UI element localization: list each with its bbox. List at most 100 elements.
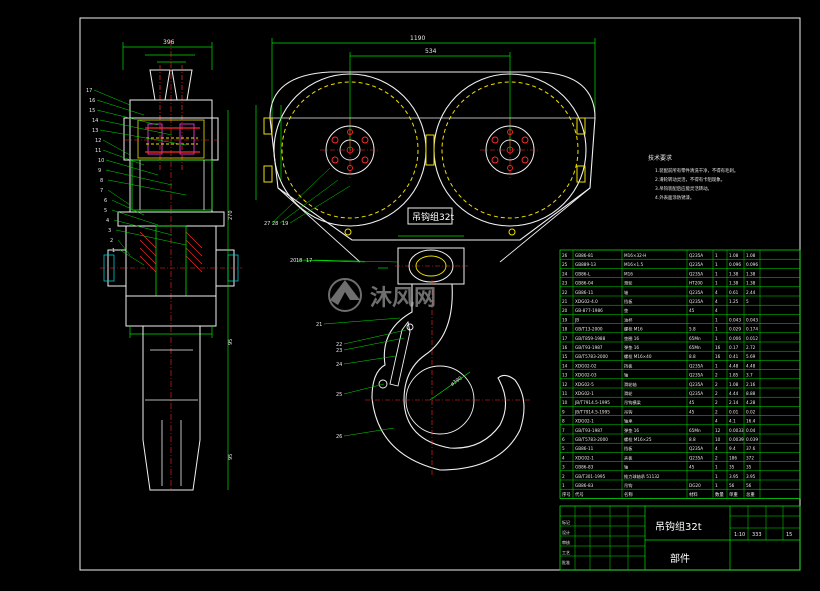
bom-cell: 0.61 xyxy=(729,290,739,295)
bom-cell: 螺栓 M16 xyxy=(624,326,643,333)
bom-cell: 37.6 xyxy=(746,446,756,451)
bom-cell: 0.006 xyxy=(729,336,741,341)
bom-cell: 挡板 xyxy=(624,445,633,452)
bom-cell: Q235A xyxy=(689,262,703,267)
bom-cell: 2.44 xyxy=(746,290,756,295)
leader-mid-24: 24 xyxy=(336,362,342,368)
tb-label-3: 审核 xyxy=(562,539,570,545)
bom-cell: 螺栓 M16×25 xyxy=(624,436,652,443)
bom-cell: 0.41 xyxy=(729,354,739,359)
bom-cell: 14 xyxy=(562,363,568,368)
bom-cell: 4.1 xyxy=(729,419,736,424)
bom-cell: 吊钩横梁 xyxy=(624,399,642,406)
bom-cell: 1 xyxy=(715,262,718,267)
bom-cell: 3.95 xyxy=(729,474,739,479)
bom-cell: GB86-81 xyxy=(575,253,594,258)
bom-cell: 5.69 xyxy=(746,354,756,359)
bom-cell: 轴 xyxy=(624,372,628,379)
bom-cell: Q235A xyxy=(689,363,703,368)
bom-cell: 10 xyxy=(715,437,721,442)
bom-cell: XDG02-5 xyxy=(575,382,594,387)
dim-side-2: 95 xyxy=(228,339,234,345)
bom-cell: 0.02 xyxy=(746,409,756,414)
leader-left-5: 5 xyxy=(104,208,107,214)
bom-cell: 1 xyxy=(715,281,718,286)
bom-cell: 5 xyxy=(746,299,749,304)
bom-cell: 7 xyxy=(562,428,565,433)
bom-cell: 45 xyxy=(689,465,695,470)
bom-cell: 4 xyxy=(562,455,565,460)
bom-cell: 65Mn xyxy=(689,336,701,341)
dim-left-width: 396 xyxy=(163,39,175,46)
bom-cell: 372 xyxy=(746,455,754,460)
bom-cell: 0.01 xyxy=(729,409,739,414)
bom-cell: 22 xyxy=(562,290,568,295)
bom-cell: 0.096 xyxy=(729,262,741,267)
dim-side-3: 95 xyxy=(228,454,234,460)
bom-cell: GB/T93-1987 xyxy=(575,345,603,350)
bom-cell: 16 xyxy=(562,345,568,350)
bom-cell: 45 xyxy=(689,308,695,313)
leader-left-10: 10 xyxy=(98,158,104,164)
bom-cell: GB889-13 xyxy=(575,262,596,267)
bom-cell: 2 xyxy=(715,400,718,405)
watermark-logo: 沐风网 xyxy=(328,278,436,312)
bom-cell: 35 xyxy=(746,465,752,470)
bom-cell: 56 xyxy=(746,483,752,488)
bom-cell: 1 xyxy=(715,327,718,332)
bom-cell: 2 xyxy=(715,409,718,414)
note-line-1: 1.装配前所有零件清洗干净，不得有毛刺。 xyxy=(655,167,738,174)
bom-cell: 65Mn xyxy=(689,345,701,350)
bom-cell: 推力球轴承 51132 xyxy=(624,473,660,480)
bom-cell: 1 xyxy=(715,465,718,470)
leader-left-6: 6 xyxy=(104,198,107,204)
bom-cell: M16 xyxy=(624,271,633,276)
bom-cell: 滑轮轴 xyxy=(624,381,637,388)
bom-cell: GB86-L xyxy=(575,271,591,276)
leader-left-9: 9 xyxy=(98,168,101,174)
bom-cell: 0.04 xyxy=(746,428,756,433)
bom-cell: 56 xyxy=(729,483,735,488)
hook-label-plate: 吊钩组32t xyxy=(412,211,454,223)
weight-value: 15 xyxy=(786,532,792,538)
bom-cell: 15 xyxy=(562,354,568,359)
bom-cell: 1 xyxy=(715,474,718,479)
note-line-2: 2.滑轮转动灵活，不得有卡阻现象。 xyxy=(655,176,725,183)
note-line-4: 4.外表面涂防锈漆。 xyxy=(655,194,694,201)
tb-label-1: 标记 xyxy=(562,519,570,525)
dim-side-1: 270 xyxy=(228,210,234,220)
bom-cell: XDG02-03 xyxy=(575,373,597,378)
bom-cell: 16 xyxy=(715,345,721,350)
bom-cell: 0.0039 xyxy=(729,437,744,442)
bom-cell: 1 xyxy=(715,271,718,276)
bom-cell: XDG02-1 xyxy=(575,419,594,424)
bom-cell: 1.38 xyxy=(746,271,756,276)
bom-header-cell: 总重 xyxy=(746,491,755,498)
bom-cell: M16×32-H xyxy=(624,253,646,258)
bom-cell: 2.14 xyxy=(729,400,739,405)
bom-cell: 3.95 xyxy=(746,474,756,479)
bom-cell: 19 xyxy=(562,317,568,322)
bom-cell: HT200 xyxy=(689,281,703,286)
bom-cell: JB/T7914.5-1995 xyxy=(574,400,610,405)
bom-cell: 2 xyxy=(715,373,718,378)
bom-cell: GB/T13-2000 xyxy=(575,327,603,332)
bom-cell: JB/T7914.5-1995 xyxy=(574,409,610,414)
bom-cell: 挡板 xyxy=(624,298,633,305)
bom-cell: 油杯 xyxy=(624,316,633,323)
bom-cell: 23 xyxy=(562,281,568,286)
dim-hook-dia: ø390 xyxy=(450,375,464,387)
leader-mid-28: 28 xyxy=(272,221,278,227)
bom-cell: 9.4 xyxy=(729,446,736,451)
bom-cell: DG20 xyxy=(689,483,701,488)
bom-cell: 8.8 xyxy=(689,437,696,442)
side-view: 396 xyxy=(93,39,242,491)
tb-label-2: 设计 xyxy=(562,529,570,535)
bom-cell: 18 xyxy=(562,327,568,332)
leader-left-14: 14 xyxy=(92,118,98,124)
part-label: 部件 xyxy=(670,552,690,565)
bom-cell: 16.4 xyxy=(746,419,756,424)
bom-cell: 5 xyxy=(562,446,565,451)
